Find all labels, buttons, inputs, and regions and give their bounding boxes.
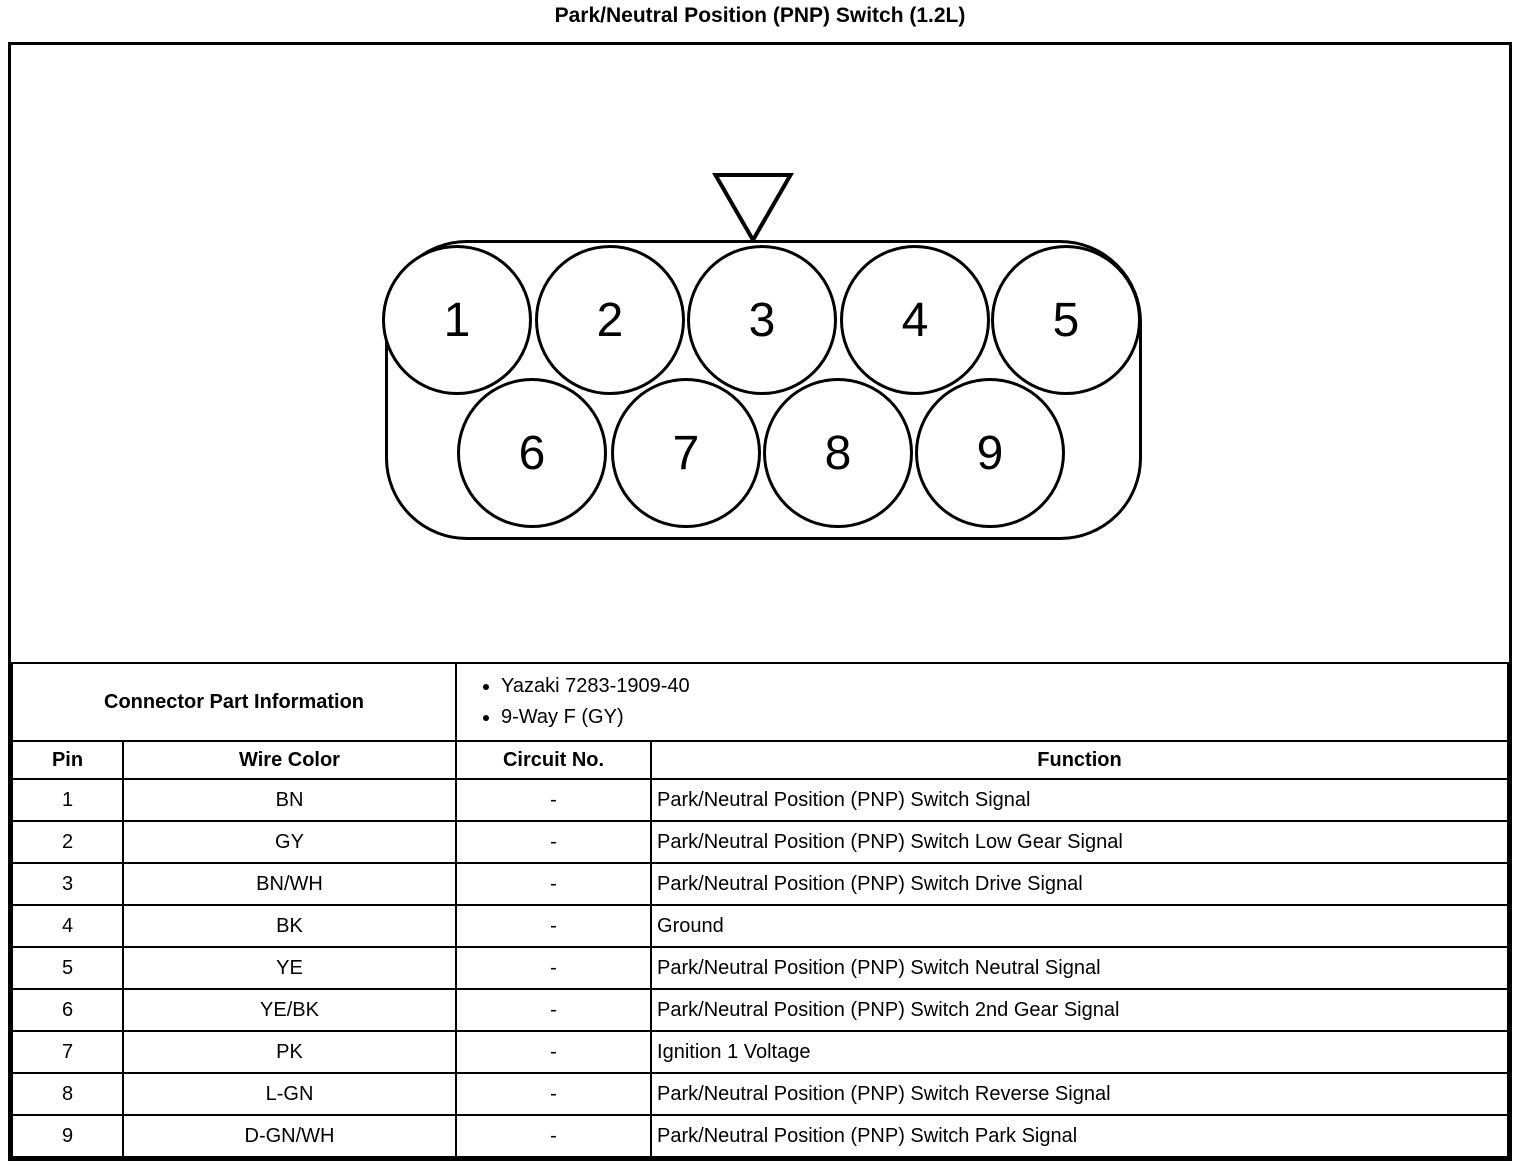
connector-diagram: 1 2 3 4 5 6 7 8 9 [11, 45, 1509, 662]
pin-number: 7 [672, 426, 700, 480]
part-info-item: Yazaki 7283-1909-40 [501, 671, 1506, 702]
table-row: 3 BN/WH - Park/Neutral Position (PNP) Sw… [11, 862, 1509, 906]
connector-part-info-label: Connector Part Information [10, 662, 458, 742]
page-title: Park/Neutral Position (PNP) Switch (1.2L… [554, 4, 966, 27]
pin-cell: 8 [11, 1072, 124, 1116]
table-row: 2 GY - Park/Neutral Position (PNP) Switc… [11, 820, 1509, 864]
pin-cavity-2: 2 [535, 245, 685, 395]
pin-number: 9 [976, 426, 1004, 480]
wire-color-cell: BN/WH [121, 862, 458, 906]
pin-cavity-9: 9 [915, 378, 1065, 528]
pin-cell: 4 [11, 904, 124, 948]
wire-color-cell: YE [121, 946, 458, 990]
column-header-wire-color: Wire Color [121, 740, 458, 780]
pinout-table: Connector Part Information Yazaki 7283-1… [10, 662, 1509, 1158]
pin-number: 5 [1052, 293, 1080, 347]
function-cell: Park/Neutral Position (PNP) Switch Signa… [650, 778, 1509, 822]
function-cell: Park/Neutral Position (PNP) Switch Neutr… [650, 946, 1509, 990]
pin-number: 1 [443, 293, 471, 347]
table-row: 7 PK - Ignition 1 Voltage [11, 1030, 1509, 1074]
orientation-arrow-icon [712, 173, 794, 245]
wire-color-cell: BK [121, 904, 458, 948]
wire-color-cell: L-GN [121, 1072, 458, 1116]
circuit-no-cell: - [455, 778, 653, 822]
table-row: 1 BN - Park/Neutral Position (PNP) Switc… [11, 778, 1509, 822]
function-cell: Park/Neutral Position (PNP) Switch Drive… [650, 862, 1509, 906]
pin-cavity-5: 5 [991, 245, 1141, 395]
pin-cell: 1 [11, 778, 124, 822]
pin-number: 8 [824, 426, 852, 480]
function-cell: Park/Neutral Position (PNP) Switch Low G… [650, 820, 1509, 864]
circuit-no-cell: - [455, 988, 653, 1032]
wire-color-cell: GY [121, 820, 458, 864]
pin-number: 6 [518, 426, 546, 480]
pin-cavity-8: 8 [763, 378, 913, 528]
circuit-no-cell: - [455, 862, 653, 906]
column-header-circuit-no: Circuit No. [455, 740, 653, 780]
connector-part-info-row: Connector Part Information Yazaki 7283-1… [10, 662, 1509, 742]
circuit-no-cell: - [455, 820, 653, 864]
pin-cell: 2 [11, 820, 124, 864]
column-header-pin: Pin [11, 740, 124, 780]
pin-number: 2 [596, 293, 624, 347]
pin-cavity-7: 7 [611, 378, 761, 528]
wire-color-cell: D-GN/WH [121, 1114, 458, 1158]
wire-color-cell: PK [121, 1030, 458, 1074]
table-row: 5 YE - Park/Neutral Position (PNP) Switc… [11, 946, 1509, 990]
pin-cavity-6: 6 [457, 378, 607, 528]
circuit-no-cell: - [455, 1072, 653, 1116]
pin-cell: 5 [11, 946, 124, 990]
pin-cavity-3: 3 [687, 245, 837, 395]
wire-color-cell: BN [121, 778, 458, 822]
function-cell: Park/Neutral Position (PNP) Switch Park … [650, 1114, 1509, 1158]
table-row: 9 D-GN/WH - Park/Neutral Position (PNP) … [11, 1114, 1509, 1158]
circuit-no-cell: - [455, 946, 653, 990]
table-header-row: Pin Wire Color Circuit No. Function [11, 740, 1509, 780]
table-row: 4 BK - Ground [11, 904, 1509, 948]
wire-color-cell: YE/BK [121, 988, 458, 1032]
diagram-panel: 1 2 3 4 5 6 7 8 9 Connector Part Informa… [8, 42, 1512, 1161]
function-cell: Park/Neutral Position (PNP) Switch Rever… [650, 1072, 1509, 1116]
function-cell: Park/Neutral Position (PNP) Switch 2nd G… [650, 988, 1509, 1032]
function-cell: Ignition 1 Voltage [650, 1030, 1509, 1074]
connector-part-info-values: Yazaki 7283-1909-40 9-Way F (GY) [455, 662, 1509, 742]
pin-cell: 6 [11, 988, 124, 1032]
table-row: 8 L-GN - Park/Neutral Position (PNP) Swi… [11, 1072, 1509, 1116]
circuit-no-cell: - [455, 1114, 653, 1158]
pin-cavity-4: 4 [840, 245, 990, 395]
pin-cell: 7 [11, 1030, 124, 1074]
part-info-list: Yazaki 7283-1909-40 9-Way F (GY) [501, 671, 1506, 733]
pin-number: 4 [901, 293, 929, 347]
pin-cell: 9 [11, 1114, 124, 1158]
table-row: 6 YE/BK - Park/Neutral Position (PNP) Sw… [11, 988, 1509, 1032]
part-info-item: 9-Way F (GY) [501, 702, 1506, 733]
pin-cell: 3 [11, 862, 124, 906]
function-cell: Ground [650, 904, 1509, 948]
column-header-function: Function [650, 740, 1509, 780]
pin-cavity-1: 1 [382, 245, 532, 395]
circuit-no-cell: - [455, 904, 653, 948]
circuit-no-cell: - [455, 1030, 653, 1074]
pin-number: 3 [748, 293, 776, 347]
